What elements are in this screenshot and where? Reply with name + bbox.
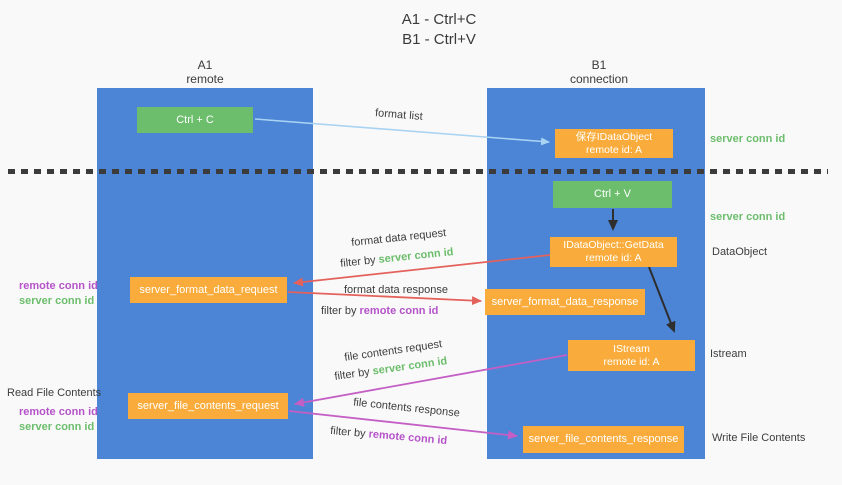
server-conn-id-tag-right-mid: server conn id [710,211,786,223]
server-file-contents-response-label: server_file_contents_response [528,433,679,445]
write-file-contents-tag: Write File Contents [712,432,806,444]
diagram-title: A1 - Ctrl+C B1 - Ctrl+V [339,10,539,50]
file-contents-response-label: file contents response [352,396,461,420]
save-dataobject-node: 保存IDataObject remote id: A [555,129,673,158]
save-dataobject-line1: 保存IDataObject [575,130,653,143]
getdata-node: IDataObject::GetData remote id: A [550,237,677,267]
left-header-name: A1 [197,58,213,72]
server-format-data-response-node: server_format_data_response [485,289,645,315]
left-header-role: remote [186,72,224,86]
filter-by-text: filter by [329,424,370,441]
format-data-response-filter-label: filter by remote conn id [321,305,438,317]
server-format-data-response-label: server_format_data_response [491,295,639,308]
server-format-data-request-label: server_format_data_request [139,283,278,296]
filter-by-text: filter by [321,305,360,317]
save-dataobject-line2: remote id: A [585,143,643,156]
server-conn-id-tag-left-bottom: server conn id [19,421,95,433]
right-header-role: connection [569,72,629,86]
istream-line1: IStream [613,342,650,355]
read-file-contents-tag: Read File Contents [7,387,102,399]
getdata-line2: remote id: A [585,252,642,264]
format-data-response-label: format data response [344,284,448,296]
right-lifeline-header: B1 connection [539,58,659,86]
dotted-divider-line [8,169,828,174]
remote-conn-id-tag-left-bottom: remote conn id [19,406,98,418]
ctrl-c-node: Ctrl + C [137,107,253,133]
format-data-request-label: format data request [350,227,447,249]
server-conn-id-key: server conn id [377,246,455,266]
istream-line2: remote id: A [603,355,660,368]
left-conn-id-tags-top: remote conn id server conn id [19,279,98,309]
title-line-2: B1 - Ctrl+V [402,31,476,48]
dataobject-tag: DataObject [712,246,768,258]
istream-node: IStream remote id: A [568,340,695,371]
format-data-request-filter-label: filter by server conn id [340,246,454,270]
right-header-name: B1 [591,58,607,72]
left-lifeline-header: A1 remote [145,58,265,86]
server-conn-id-tag-left-top: server conn id [19,295,95,307]
ctrl-v-label: Ctrl + V [594,188,631,200]
server-file-contents-request-label: server_file_contents_request [137,399,279,412]
ctrl-c-label: Ctrl + C [176,113,214,126]
remote-conn-id-key: remote conn id [359,305,439,317]
format-list-label: format list [374,107,424,123]
remote-conn-id-key: remote conn id [368,428,448,448]
left-conn-id-tags-bottom: remote conn id server conn id [19,405,98,435]
filter-by-text: filter by [333,365,374,383]
file-contents-response-filter-label: filter by remote conn id [330,425,448,447]
server-file-contents-response-node: server_file_contents_response [523,426,684,453]
getdata-line1: IDataObject::GetData [563,239,664,251]
istream-tag: Istream [710,348,747,360]
title-line-1: A1 - Ctrl+C [401,11,477,28]
server-conn-id-tag-right-top: server conn id [710,133,786,145]
server-format-data-request-node: server_format_data_request [130,277,287,303]
filter-by-text: filter by [339,253,380,270]
server-file-contents-request-node: server_file_contents_request [128,393,288,419]
server-conn-id-key: server conn id [371,355,449,378]
ctrl-v-node: Ctrl + V [553,181,672,208]
remote-conn-id-tag-left-top: remote conn id [19,280,98,292]
